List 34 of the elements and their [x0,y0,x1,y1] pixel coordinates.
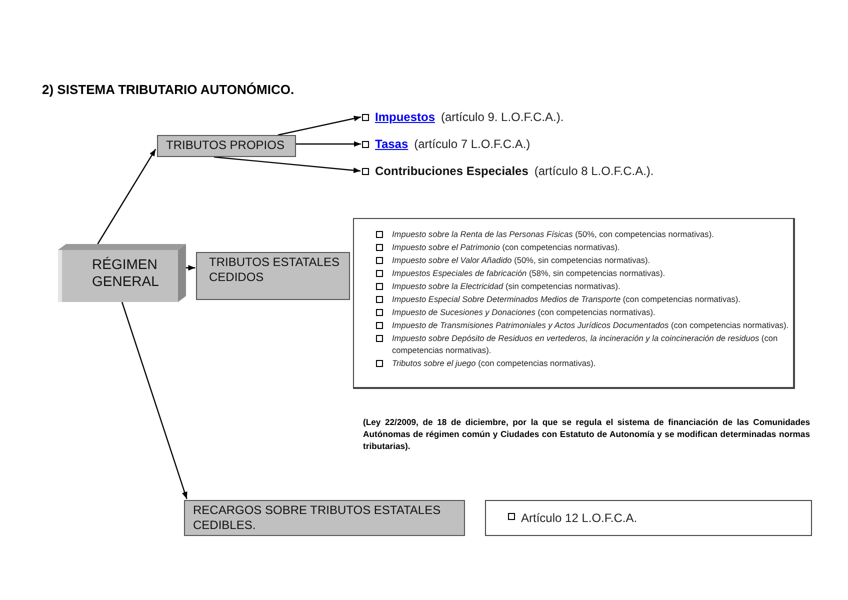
box-label: RÉGIMEN GENERAL [92,256,160,290]
box-label: TRIBUTOS ESTATALES CEDIDOS [208,255,340,285]
list-item-text: Impuesto sobre la Renta de las Personas Físicas (50%, con competencias normativas). [392,228,714,240]
arrow [296,141,361,147]
item-text: (artículo 7 L.O.F.C.A.) [414,136,530,153]
arrow [214,156,361,174]
arrow [97,148,156,244]
list-item-text: Impuesto de Transmisiones Patrimoniales y Actos Jurídicos Documentados (con competencias normativas). [392,319,789,331]
list-item-text: Impuesto de Sucesiones y Donaciones (con competencias normativas). [392,306,656,318]
arrow [186,265,196,271]
text-box [485,500,812,536]
box-label: TRIBUTOS PROPIOS [166,138,286,153]
process-box [184,500,465,536]
process-box [157,135,296,157]
link: Tasas [375,136,408,153]
item-text: (artículo 8 L.O.F.C.A.). [534,163,654,180]
item-text: Artículo 12 L.O.F.C.A. [521,510,638,527]
list-panel [353,218,795,389]
list-item-text: Impuesto Especial Sobre Determinados Medios de Transporte (con competencias normativas). [392,293,740,305]
title: 2) SISTEMA TRIBUTARIO AUTONÓMICO. [42,81,294,99]
arrow [121,302,188,500]
link: Impuestos [375,109,436,126]
note-text: (Ley 22/2009, de 18 de diciembre, por la que se regula el sistema de financiación de las Comunidades Autónomas de régimen común y Ciudades con Estatuto de Autonomía y se modifican determinadas normas tributarias). [363,416,810,452]
list-item-text: Impuesto sobre el Patrimonio (con competencias normativas). [392,241,620,253]
arrow [278,116,362,136]
list-item-text: Impuestos Especiales de fabricación (58%, sin competencias normativas). [392,267,666,279]
list-item-text: Impuesto sobre la Electricidad (sin competencias normativas). [392,280,620,292]
list-item-text: Impuesto sobre Depósito de Residuos en vertederos, la incineración y la coincineración de residuos (con competencias normativas). [392,332,779,356]
list-item-text: Impuesto sobre el Valor Añadido (50%, sin competencias normativas). [392,254,650,266]
list-item-text: Tributos sobre el juego (con competencias normativas). [392,357,596,369]
process-box [196,252,350,300]
box-label: RECARGOS SOBRE TRIBUTOS ESTATALES CEDIBLES. [193,503,442,533]
item-heading: Contribuciones Especiales [375,163,528,180]
item-text: (artículo 9. L.O.F.C.A.). [441,109,564,126]
